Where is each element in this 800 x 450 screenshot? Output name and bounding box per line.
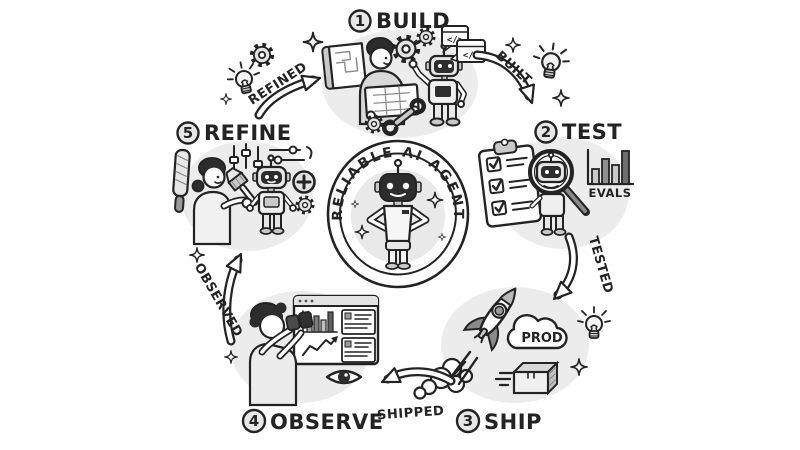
scene-test: EVALS [477,138,635,236]
magnifier-robot-icon [528,149,590,236]
code-glyph: </> [463,51,480,61]
transition-label-shipped: SHIPPED [377,404,445,424]
evals-bar-chart-icon [586,148,635,186]
dashboard-panel [341,337,376,363]
arrow-refined [254,69,324,120]
arrow-observed [222,249,249,346]
code-window-icon: </> [441,25,469,53]
package-box-icon [511,360,560,396]
observer-person [248,302,314,407]
stage-number: 5 [183,124,193,142]
stage-title-ship: 3 SHIP [455,408,542,434]
sparkle-icon [189,247,205,263]
line-chart-icon [302,336,338,356]
stage-title-test: 2 TEST [534,120,622,144]
stage-label: OBSERVE [270,410,384,434]
arrow-built [472,50,541,107]
evals-label: EVALS [589,186,632,200]
sparkle-icon [505,37,521,53]
speed-lines [494,371,514,387]
clipboard-checklist-icon [477,138,543,228]
refine-robot-icon [246,154,297,235]
arrow-shipped [377,367,456,390]
code-window-icon: </> [450,39,486,63]
sparkle-icon [552,89,570,107]
builder-person [358,37,420,126]
scene-observe [224,294,380,407]
stage-title-build: 1 BUILD [348,9,450,33]
dashboard-window-icon [292,294,380,366]
arrow-tested [547,232,578,306]
plus-circle-icon [292,170,316,194]
center-badge: RELIABLE AI AGENT [326,139,470,289]
code-glyph: </> [447,36,464,46]
stage-number: 2 [541,123,551,141]
stage-title-refine: 5 REFINE [176,121,292,145]
badge-robot-icon [366,158,430,270]
sparkle-icon [302,31,324,53]
gear-icon [252,45,272,65]
rocket-icon [462,287,517,352]
eye-icon [325,369,363,385]
dashboard-panel [341,309,376,335]
stage-number: 3 [463,412,473,430]
sliders-icon [229,143,313,172]
wrench-icon [382,98,426,136]
stage-label: SHIP [484,410,542,434]
stage-title-observe: 4 OBSERVE [241,408,384,434]
file-tool-icon [172,148,191,213]
prod-cloud-icon: PROD [506,314,568,350]
scene-build: </> </> [321,25,486,136]
builder-robot-icon [408,42,467,127]
exhaust-lines [446,350,479,386]
transition-label-built: BUILT [492,49,534,89]
stage-number: 4 [249,412,259,430]
lightbulb-icon [530,39,573,81]
binoculars-icon [285,311,314,332]
stage-label: TEST [562,120,622,144]
stage-label: REFINE [204,121,292,145]
stage-number: 1 [355,12,365,30]
sparkle-icon [220,93,232,105]
prod-label: PROD [521,331,563,346]
stage-label: BUILD [376,9,450,33]
transition-label-tested: TESTED [585,235,616,296]
scene-refine [172,143,316,246]
blueprint-icon [321,42,368,90]
